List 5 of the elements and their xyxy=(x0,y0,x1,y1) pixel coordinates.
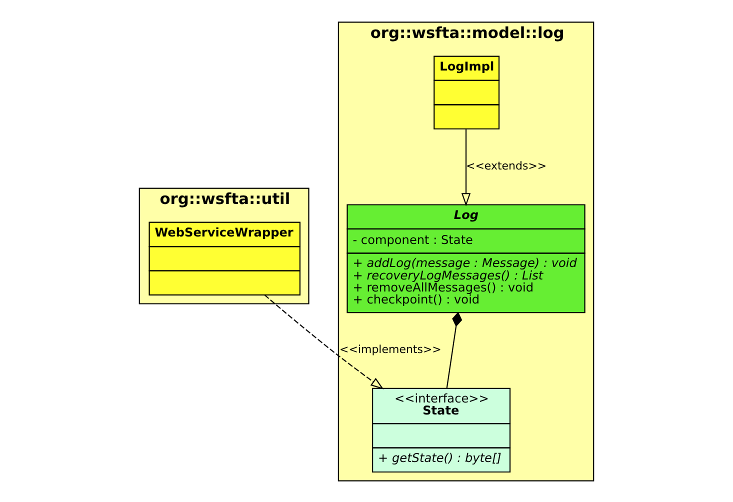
arrow xyxy=(264,294,384,389)
arrow xyxy=(461,128,471,206)
connector xyxy=(446,311,462,388)
edge-label: <<extends>> xyxy=(466,159,547,172)
edge-label: <<implements>> xyxy=(340,342,442,356)
